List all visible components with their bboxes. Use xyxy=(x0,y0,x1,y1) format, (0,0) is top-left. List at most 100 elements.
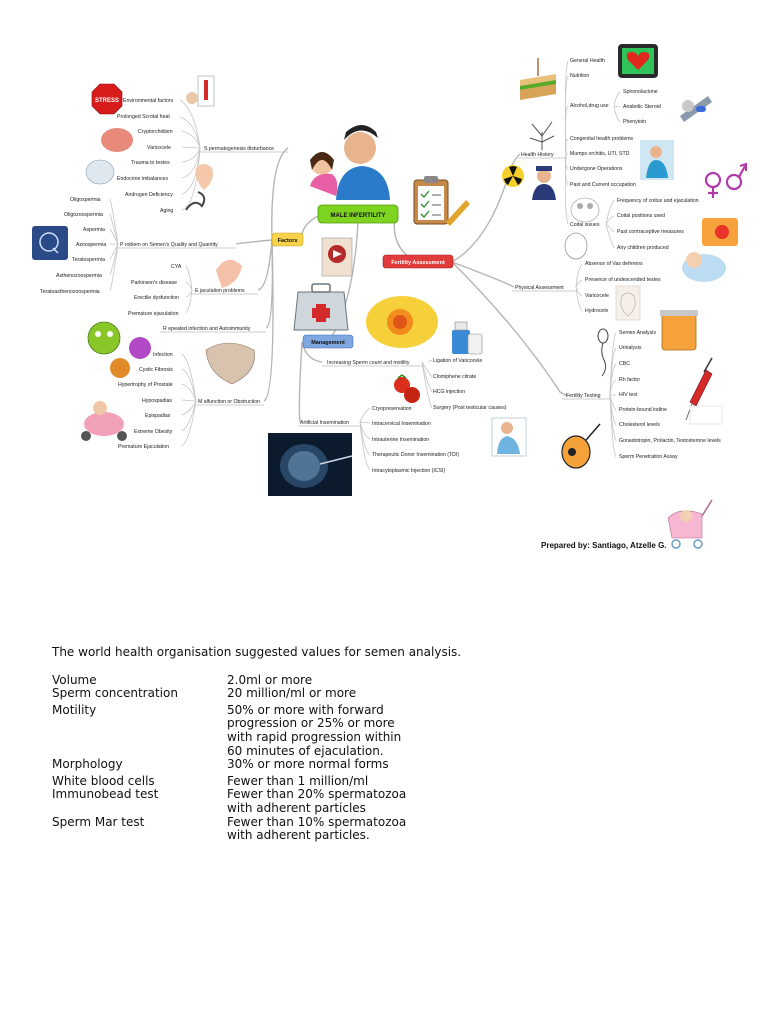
management-label: Management xyxy=(311,340,345,346)
list-item: Intrauterine Insemination xyxy=(372,437,429,443)
list-item: Premature ejaculation xyxy=(128,311,179,317)
list-item: Urinalysis xyxy=(619,345,642,351)
list-item: Nutrition xyxy=(570,73,589,79)
sperm-icon xyxy=(597,328,609,377)
semen-quality-items: Oligospermia Oligozoospermia Aspermia Az… xyxy=(40,197,106,295)
factors-label: Factors xyxy=(278,238,298,244)
list-item: Clomiphene citrate xyxy=(433,374,476,380)
row-key: Volume xyxy=(52,672,97,687)
germ-icons xyxy=(87,321,151,378)
row-key: Sperm Mar test xyxy=(52,814,145,829)
medicine-bottle-icon xyxy=(452,321,483,355)
list-item: Cryptorchidism xyxy=(138,129,173,135)
list-item: Absence of Vas deferens xyxy=(585,261,643,267)
list-item: Surgery (Post testicular causes) xyxy=(433,405,507,411)
list-item: Rh factor xyxy=(619,377,640,383)
list-item: Cystic Fibrosis xyxy=(139,367,173,373)
table-row: Sperm Mar test Fewer than 10% spermatozo… xyxy=(52,814,652,843)
list-item: Oligospermia xyxy=(70,197,101,203)
egg-cell-illustration xyxy=(366,296,438,348)
male-infertility-mind-map: MALE INFERTILITY Factors S permatogenesi… xyxy=(32,44,747,549)
syringe-pills-icon xyxy=(680,96,712,122)
list-item: Intracytoplasmic Injection (ICSI) xyxy=(372,468,445,474)
organ-illustrations xyxy=(85,128,255,385)
group-spermatogenesis: S permatogenesis disturbance xyxy=(204,146,274,152)
list-item: Oligozoospermia xyxy=(64,212,103,218)
list-item: Epispadias xyxy=(145,413,171,419)
officer-icon xyxy=(532,166,556,200)
management-node: Management xyxy=(302,334,354,349)
assessment-label: Fertility Assessment xyxy=(391,260,445,266)
ejaculation-items: CYA Parkinson's disease Erectile dysfunc… xyxy=(128,264,182,317)
list-item: Ligation of Varicocele xyxy=(433,358,482,364)
row-value: 30% or more normal forms xyxy=(227,757,389,772)
couple-icon xyxy=(570,197,600,223)
specimen-cup-icon xyxy=(660,310,698,351)
syringe-icon xyxy=(685,357,723,425)
list-item: Past contraceptive measures xyxy=(617,229,684,235)
malfunction-items: Infection Cystic Fibrosis Hypertrophy of… xyxy=(118,352,173,450)
list-item: General Health xyxy=(570,58,605,64)
group-physical-assessment: Physical Assessment xyxy=(515,285,564,291)
row-value: Fewer than 20% spermatozoa with adherent… xyxy=(227,787,407,815)
first-aid-kit-icon xyxy=(293,283,349,331)
list-item: Endocrine imbalances xyxy=(117,176,168,182)
list-item: Frequency of coitus and ejaculation xyxy=(617,198,699,204)
list-item: Varicocele xyxy=(147,145,171,151)
list-item: Intracervical Insemination xyxy=(372,421,431,427)
list-item: Protein-bound iodine xyxy=(619,407,667,413)
credit-text: Prepared by: Santiago, Atzelle G. xyxy=(541,541,667,550)
list-item: Alcohol,drug use xyxy=(570,103,609,109)
list-item: Presence of undescended testes xyxy=(585,277,661,283)
list-item: Environmental factors xyxy=(123,98,174,104)
list-item: Teratoasthenozoospermia xyxy=(40,289,100,295)
stress-sign-text: STRESS xyxy=(95,98,119,104)
table-row: Volume 2.0ml or more xyxy=(52,672,652,688)
list-item: Coital positions used xyxy=(617,213,665,219)
list-item: Erectile dysfunction xyxy=(134,295,179,301)
face-sketch-icon xyxy=(564,232,588,260)
q-logo-icon xyxy=(32,226,68,260)
row-key: Sperm concentration xyxy=(52,686,178,701)
list-item: Aging xyxy=(160,208,173,214)
group-infection-autoimmunity: R epeated infection and Autoimmunity xyxy=(163,326,251,332)
radiation-icon xyxy=(502,165,524,187)
nerve-icon xyxy=(529,121,555,150)
list-item: Asthenozoospermia xyxy=(56,273,102,279)
list-item: Phenytoin xyxy=(623,119,646,125)
row-key: White blood cells xyxy=(52,773,155,788)
list-item: Sperm Penetration Assay xyxy=(619,454,678,460)
list-item: HIV test xyxy=(619,392,638,398)
group-artificial-insemination: Artificial Insemination xyxy=(300,420,349,426)
list-item: Gonadotropin, Prolactin, Testosterone le… xyxy=(619,438,721,444)
list-item: Androgen Deficiency xyxy=(125,192,173,198)
insemination-items: Cryopreservation Intracervical Inseminat… xyxy=(372,406,459,474)
list-item: CYA xyxy=(171,264,182,270)
list-item: Hypospadias xyxy=(142,398,172,404)
factors-node: Factors xyxy=(271,232,304,247)
list-item: Congenital health problems xyxy=(570,136,634,142)
list-item: Hydrocele xyxy=(585,308,608,314)
list-item: Hypertrophy of Prostate xyxy=(118,382,173,388)
row-key: Morphology xyxy=(52,757,123,772)
table-row: White blood cells Fewer than 1 million/m… xyxy=(52,773,652,789)
semen-analysis-title: The world health organisation suggested … xyxy=(52,645,462,659)
list-item: Teratospermia xyxy=(72,257,105,263)
list-item: Prolonged Scrotal heat xyxy=(117,114,170,120)
list-item: CBC xyxy=(619,361,630,367)
row-key: Immunobead test xyxy=(52,787,159,802)
physical-items: Absence of Vas deferens Presence of unde… xyxy=(585,261,661,314)
father-child-illustration xyxy=(310,125,390,200)
group-fertility-testing: Fertility Testing xyxy=(566,393,601,399)
hydrocele-diagram xyxy=(615,285,641,321)
heart-monitor-icon xyxy=(618,44,658,78)
clipboard-icon xyxy=(413,176,470,226)
group-ejaculation: E jaculation problems xyxy=(195,288,245,294)
group-semen-quality: P roblem on Semen's Quality and Quantity xyxy=(120,242,218,248)
icsi-photo xyxy=(268,433,353,496)
scooter-person-illustration xyxy=(81,401,127,441)
gender-symbols-icon xyxy=(704,162,747,198)
stress-sign-icon: STRESS xyxy=(91,83,123,115)
list-item: Coital issues xyxy=(570,222,600,228)
list-item: Cholesterol levels xyxy=(619,422,660,428)
